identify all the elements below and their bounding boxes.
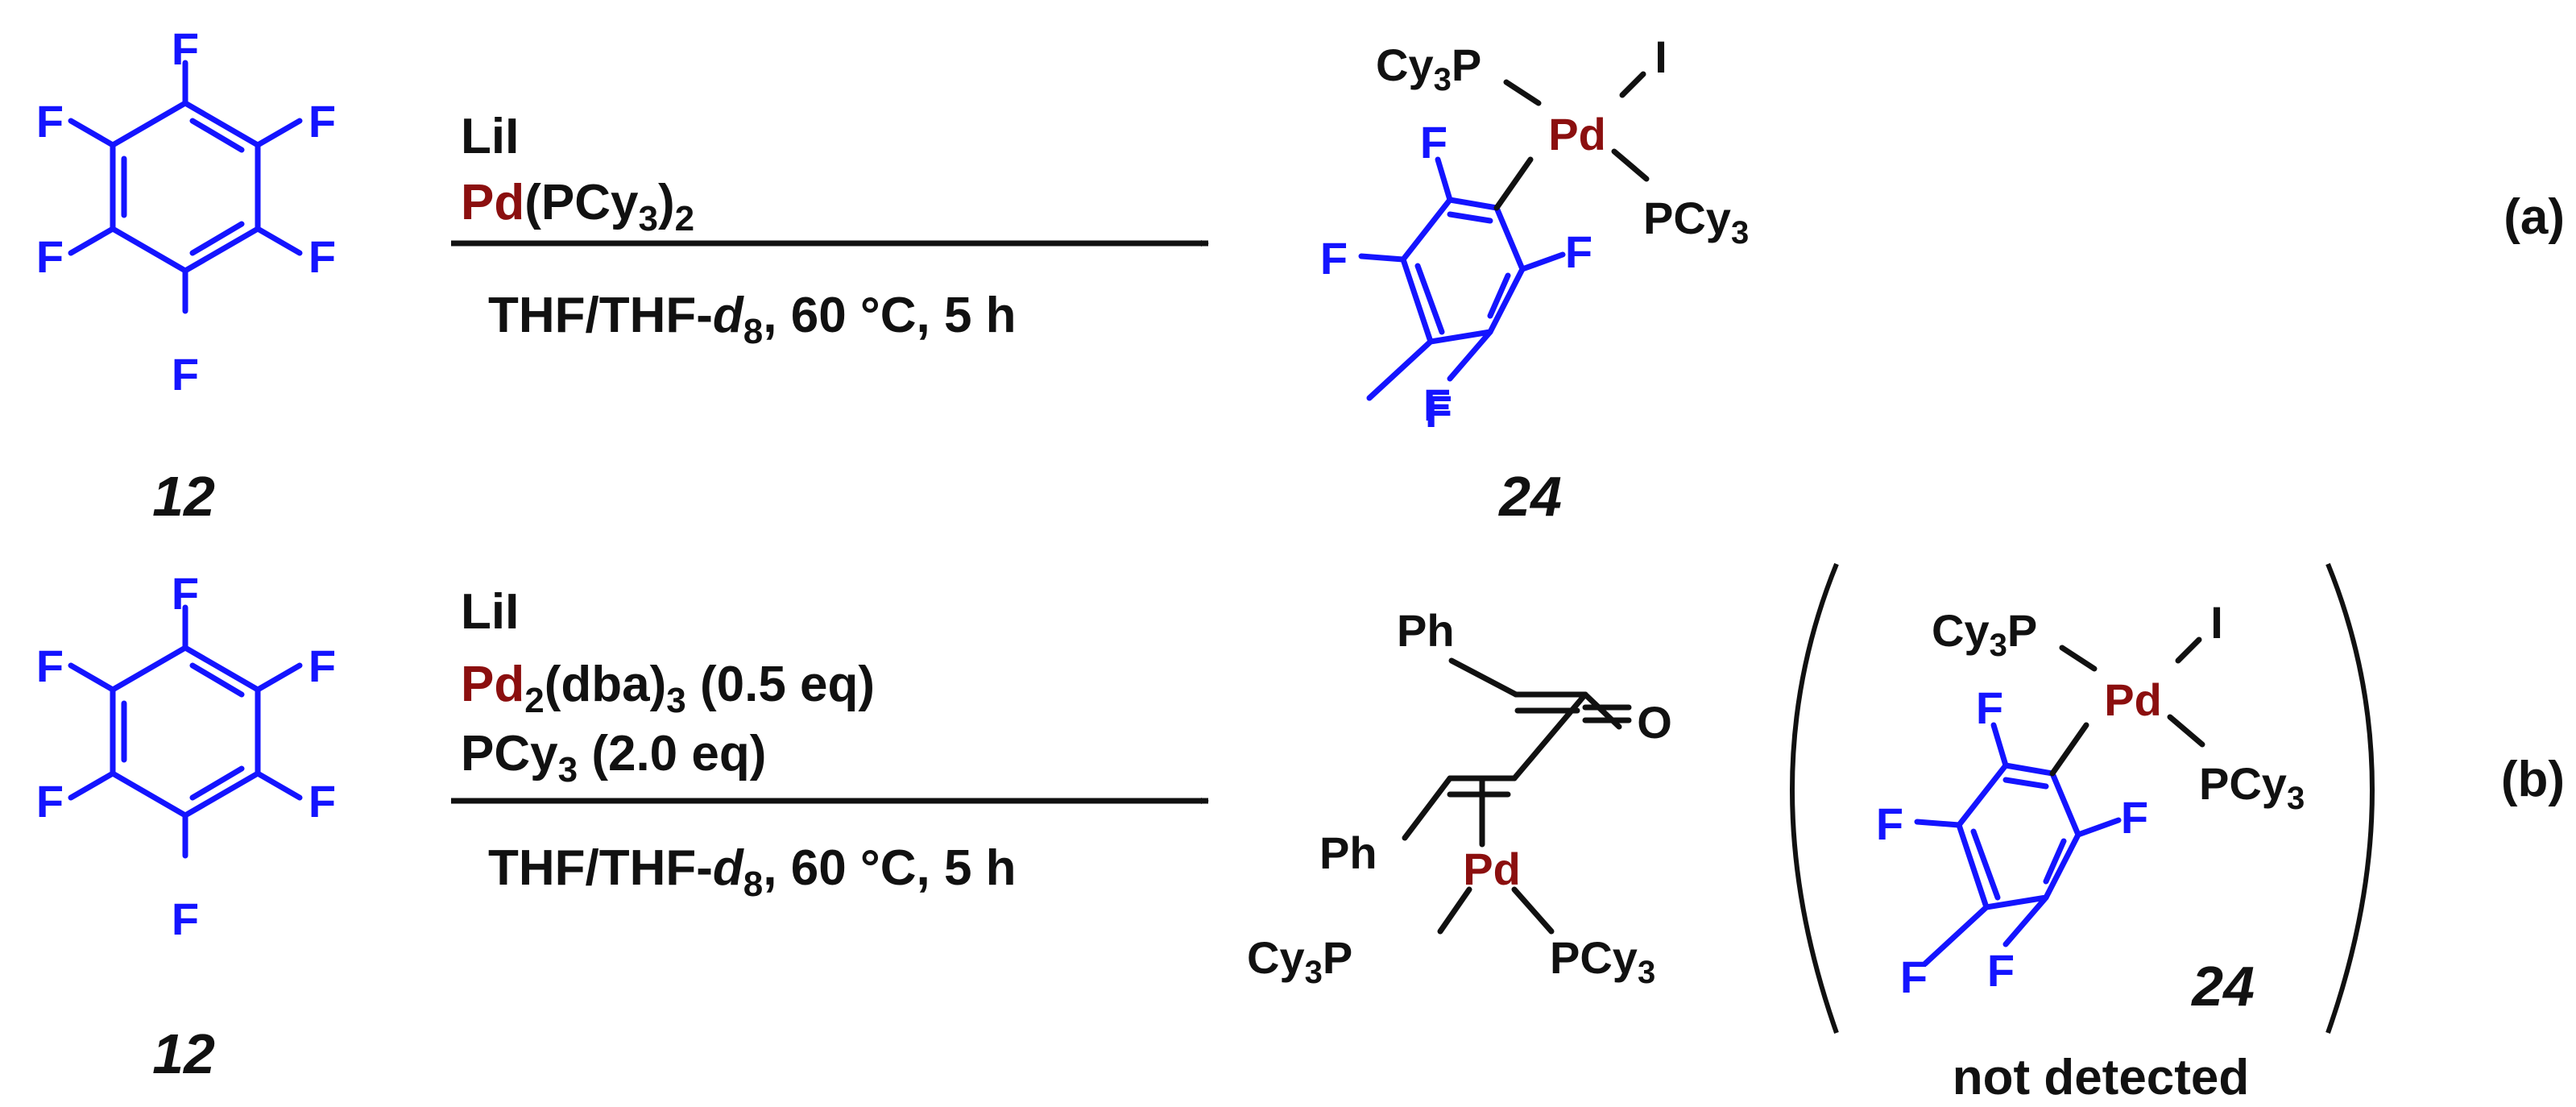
conditions-b: THF/THF-d8, 60 °C, 5 h xyxy=(488,840,1017,904)
reagent-lii: LiI xyxy=(461,584,519,640)
oxygen-label: O xyxy=(1637,697,1672,748)
fluorine-label: F xyxy=(309,776,336,827)
fluorine-label: F xyxy=(309,96,336,147)
fluorine-label: F xyxy=(1876,798,1903,849)
fluorine-label: F xyxy=(172,349,199,400)
compound-number-12: 12 xyxy=(152,465,215,528)
cy3p-label: Cy3P xyxy=(1932,605,2037,663)
fluorine-label: F xyxy=(36,231,64,282)
left-parenthesis xyxy=(1790,562,1839,1034)
pd-dba-complex: O Ph Ph Pd Cy3P PCy3 xyxy=(1247,605,1672,990)
palladium-label: Pd xyxy=(2104,674,2162,725)
iodide-label: I xyxy=(2210,597,2223,648)
product-24-a: Pd I Cy3P PCy3 F F F F F xyxy=(1320,31,1749,437)
compound-number-12: 12 xyxy=(152,1022,215,1085)
pcy3-label: PCy3 xyxy=(2199,758,2305,816)
fluorine-label: F xyxy=(1900,952,1928,1002)
fluorine-label: F xyxy=(172,23,199,74)
fluorine-label: F xyxy=(36,641,64,691)
right-parenthesis xyxy=(2325,562,2375,1034)
compound-number-24: 24 xyxy=(2190,955,2255,1018)
palladium-label: Pd xyxy=(1463,844,1521,894)
label-b: (b) xyxy=(2501,752,2565,807)
compound-number-24: 24 xyxy=(1497,465,1562,528)
cy3p-label: Cy3P xyxy=(1376,39,1481,97)
hexafluorobenzene-b: F F F F F F xyxy=(36,568,336,944)
fluorine-label: F xyxy=(2121,792,2148,843)
product-24-b: Pd I Cy3P PCy3 F F F F F xyxy=(1876,597,2305,1002)
fluorine-label: F xyxy=(309,231,336,282)
fluorine-label: F xyxy=(172,893,199,944)
pcy3-label: PCy3 xyxy=(1643,193,1749,251)
fluorine-label: F xyxy=(36,96,64,147)
pcy3-label: PCy3 xyxy=(1550,932,1655,990)
conditions-a: THF/THF-d8, 60 °C, 5 h xyxy=(488,288,1017,351)
fluorine-label: F xyxy=(1420,117,1447,168)
not-detected-note: not detected xyxy=(1953,1050,2250,1105)
reagent-lii: LiI xyxy=(461,109,519,164)
reagent-pd2-dba3: Pd2(dba)3 (0.5 eq) xyxy=(461,657,875,720)
fluorine-label: F xyxy=(1976,682,2003,733)
fluorine-label: F xyxy=(1423,379,1451,430)
hexafluorobenzene-a: F F F F F F xyxy=(36,23,336,400)
fluorine-label: F xyxy=(1565,226,1592,277)
fluorine-label: F xyxy=(36,776,64,827)
reagent-pcy3: PCy3 (2.0 eq) xyxy=(461,726,766,790)
fluorine-label: F xyxy=(1320,233,1348,284)
fluorine-label: F xyxy=(309,641,336,691)
fluorine-label: F xyxy=(1425,386,1452,437)
fluorine-label: F xyxy=(172,568,199,619)
phenyl-label: Ph xyxy=(1319,827,1377,878)
iodide-label: I xyxy=(1655,31,1667,82)
phenyl-label: Ph xyxy=(1397,605,1455,656)
reagent-pd-pcy3: Pd(PCy3)2 xyxy=(461,175,694,238)
palladium-label: Pd xyxy=(1548,109,1606,160)
cy3p-label: Cy3P xyxy=(1247,932,1352,990)
fluorine-label: F xyxy=(1987,945,2015,996)
label-a: (a) xyxy=(2504,189,2565,245)
